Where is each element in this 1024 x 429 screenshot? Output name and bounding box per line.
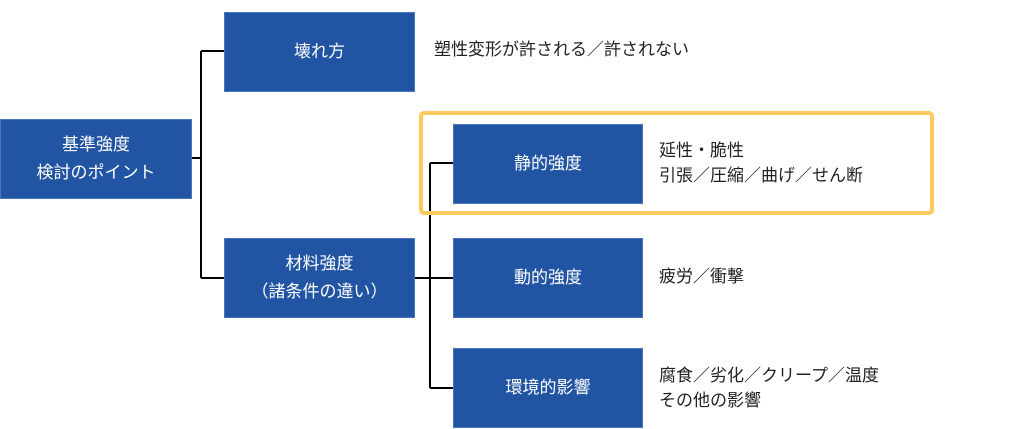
highlight-frame bbox=[419, 111, 934, 215]
static-desc-line1: 延性・脆性 bbox=[659, 141, 744, 161]
env-desc-line1: 腐食／劣化／クリープ／温度 bbox=[659, 366, 879, 386]
failure-mode-description: 塑性変形が許される／許されない bbox=[434, 40, 689, 60]
root-connector bbox=[192, 50, 224, 279]
dynamic-strength-label: 動的強度 bbox=[514, 268, 582, 288]
static-strength-box: 静的強度 bbox=[453, 124, 643, 204]
root-box: 基準強度 検討のポイント bbox=[0, 119, 192, 199]
dynamic-strength-box: 動的強度 bbox=[453, 238, 643, 318]
environmental-effects-box: 環境的影響 bbox=[453, 348, 643, 428]
material-strength-box: 材料強度 （諸条件の違い） bbox=[224, 238, 415, 318]
static-desc-line2: 引張／圧縮／曲げ／せん断 bbox=[659, 166, 863, 186]
dynamic-strength-description: 疲労／衝撃 bbox=[659, 267, 744, 287]
material-strength-line1: 材料強度 bbox=[285, 254, 354, 274]
static-strength-description: 延性・脆性 引張／圧縮／曲げ／せん断 bbox=[659, 139, 863, 189]
material-strength-line2: （諸条件の違い） bbox=[251, 282, 388, 302]
failure-mode-label: 壊れ方 bbox=[294, 42, 345, 62]
env-desc-line2: その他の影響 bbox=[659, 391, 761, 411]
static-strength-label: 静的強度 bbox=[514, 154, 582, 174]
root-line2: 検討のポイント bbox=[36, 163, 156, 183]
failure-mode-box: 壊れ方 bbox=[224, 12, 415, 92]
material-connector bbox=[415, 162, 453, 389]
environmental-effects-label: 環境的影響 bbox=[505, 378, 591, 398]
root-line1: 基準強度 bbox=[62, 135, 130, 155]
environmental-effects-description: 腐食／劣化／クリープ／温度 その他の影響 bbox=[659, 364, 879, 414]
